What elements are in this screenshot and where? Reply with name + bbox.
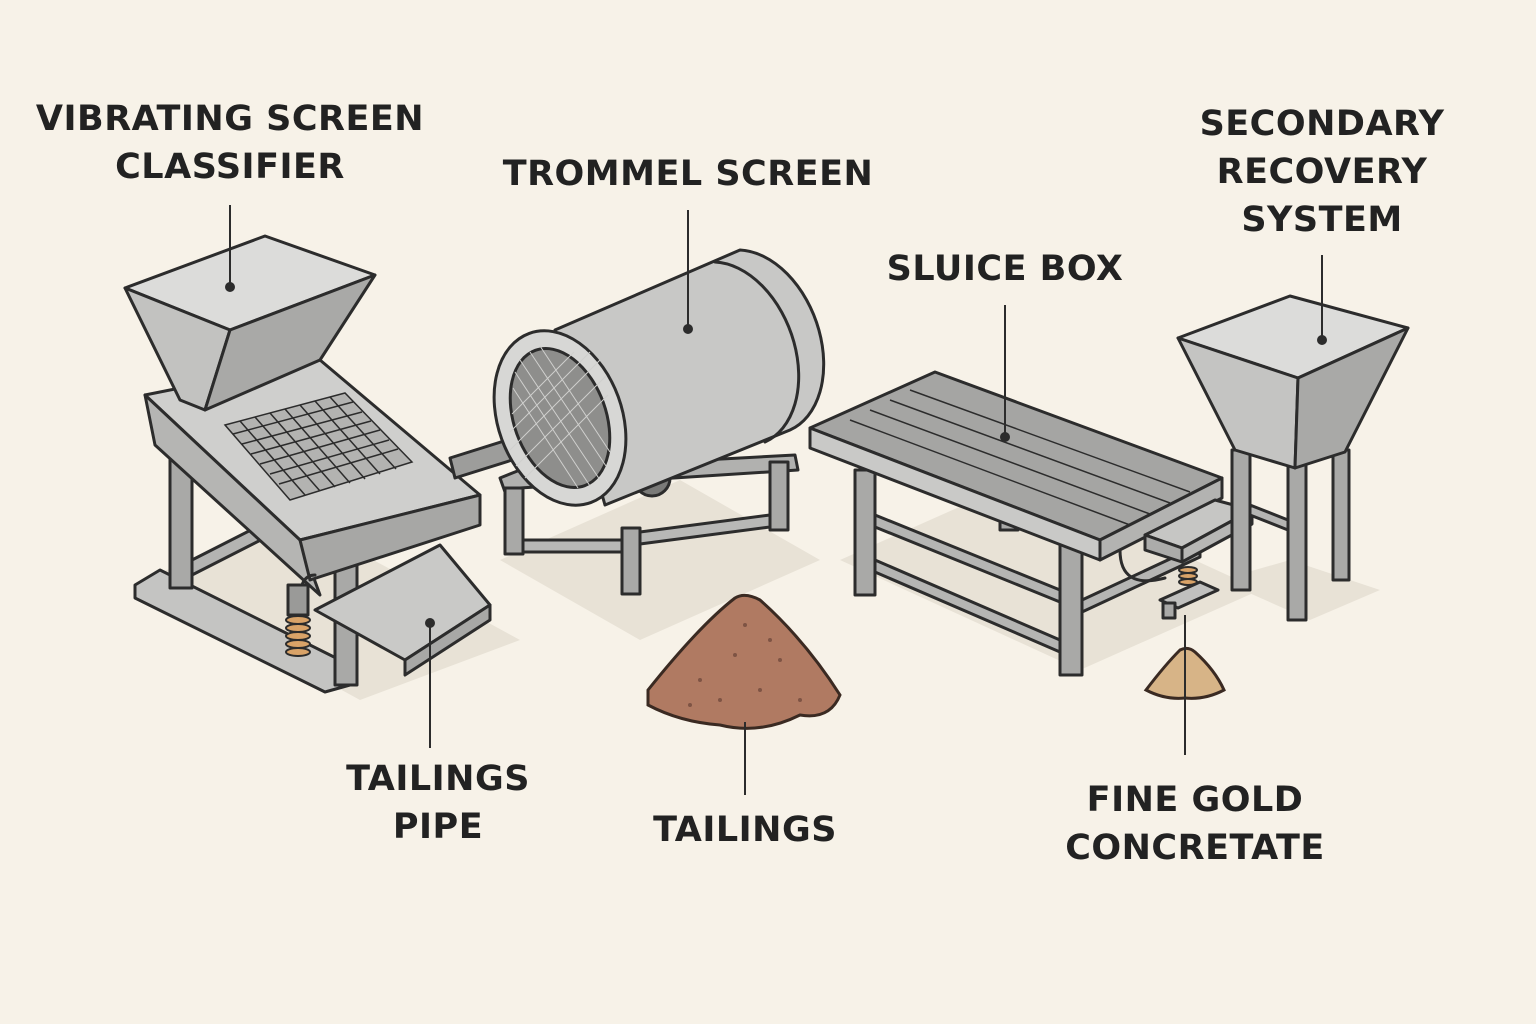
- screen-deck-front: [298, 493, 482, 582]
- trommel-mesh-pattern: [509, 345, 611, 489]
- secondary-hopper-right: [1293, 326, 1410, 470]
- secondary-leg-2: [1286, 463, 1308, 622]
- sluice-hose: [1118, 548, 1167, 583]
- screen-deck-side: [143, 393, 322, 597]
- label-vibrating-screen-classifier: VIBRATING SCREEN CLASSIFIER: [30, 95, 430, 191]
- sluice-rail-1: [873, 558, 1062, 654]
- screen-mesh-grid: [232, 396, 399, 496]
- label-line: PIPE: [392, 807, 484, 847]
- chute-spout: [1161, 601, 1177, 620]
- label-tailings-pipe: TAILINGS PIPE: [318, 755, 558, 851]
- label-line: SYSTEM: [1241, 200, 1403, 240]
- label-line: CLASSIFIER: [115, 147, 345, 187]
- sluice-box: [808, 370, 1254, 677]
- label-line: SLUICE BOX: [886, 249, 1124, 289]
- label-fine-gold-concretate: FINE GOLD CONCRETATE: [1045, 776, 1345, 872]
- spring-icon: [1178, 566, 1198, 586]
- sluice-leg-2: [1058, 538, 1084, 677]
- trommel-band: [713, 260, 801, 444]
- label-line: SECONDARY: [1199, 104, 1445, 144]
- sluice-leg-1: [853, 468, 877, 597]
- tailings-pile: [646, 593, 842, 730]
- sluice-rail-3: [1080, 543, 1202, 614]
- trommel-screen: [492, 248, 826, 596]
- secondary-leg-3: [1331, 448, 1351, 582]
- label-trommel-screen: TROMMEL SCREEN: [488, 150, 888, 198]
- label-line: TROMMEL SCREEN: [502, 154, 874, 194]
- trommel-leg-1: [503, 486, 525, 556]
- trommel-rail-1: [521, 538, 624, 554]
- tailings-texture: [688, 623, 802, 707]
- label-line: RECOVERY: [1216, 152, 1428, 192]
- label-line: TAILINGS: [346, 759, 530, 799]
- label-line: CONCRETATE: [1065, 828, 1325, 868]
- sluice-side: [1098, 476, 1224, 562]
- sluice-rail-2: [873, 513, 1062, 604]
- vibration-motor: [286, 583, 310, 617]
- label-line: TAILINGS: [653, 810, 837, 850]
- classifier-hopper-right: [203, 273, 377, 412]
- secondary-leg-1: [1230, 448, 1252, 592]
- label-tailings: TAILINGS: [620, 806, 870, 854]
- spring-icon: [285, 615, 311, 657]
- label-secondary-recovery-system: SECONDARY RECOVERY SYSTEM: [1172, 100, 1472, 244]
- vibrating-screen-classifier: [123, 234, 492, 694]
- secondary-brace: [1248, 503, 1290, 532]
- trommel-rail-2: [638, 513, 772, 546]
- secondary-recovery-system: [1176, 294, 1410, 622]
- tailings-chute-edge: [403, 603, 492, 677]
- trommel-leg-3: [768, 460, 790, 532]
- label-line: VIBRATING SCREEN: [35, 99, 425, 139]
- trommel-leg-2: [620, 526, 642, 596]
- sluice-riffles: [849, 389, 1191, 526]
- leader-lines: [225, 205, 1327, 795]
- label-sluice-box: SLUICE BOX: [855, 245, 1155, 293]
- label-line: FINE GOLD: [1086, 780, 1304, 820]
